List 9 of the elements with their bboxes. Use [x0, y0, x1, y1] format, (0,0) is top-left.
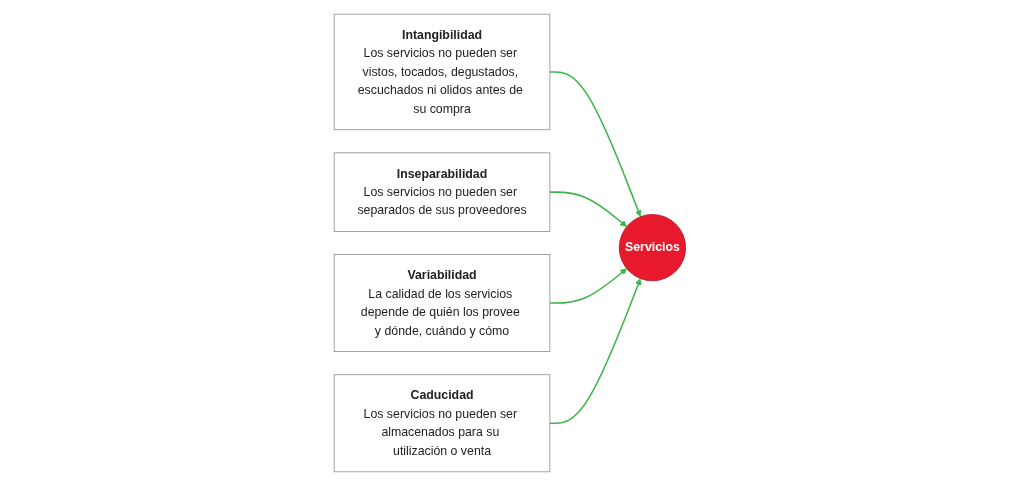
- arrow: [548, 278, 642, 425]
- node-box: Variabilidad La calidad de los servicios depende de quién los provee y dónde, cuándo y cómo: [333, 254, 550, 352]
- node-box: Inseparabilidad Los servicios no pueden ser separados de sus proveedores: [333, 152, 550, 232]
- node-box: Caducidad Los servicios no pueden ser almacenados para su utilización o venta: [333, 374, 550, 473]
- node-box: Intangibilidad Los servicios no pueden ser vistos, tocados, degustados, escuchados ni olidos antes de su compra: [333, 13, 550, 131]
- arrow: [548, 268, 627, 304]
- arrow: [548, 71, 642, 217]
- node-circle: Servicios: [618, 214, 686, 282]
- arrow: [548, 191, 627, 227]
